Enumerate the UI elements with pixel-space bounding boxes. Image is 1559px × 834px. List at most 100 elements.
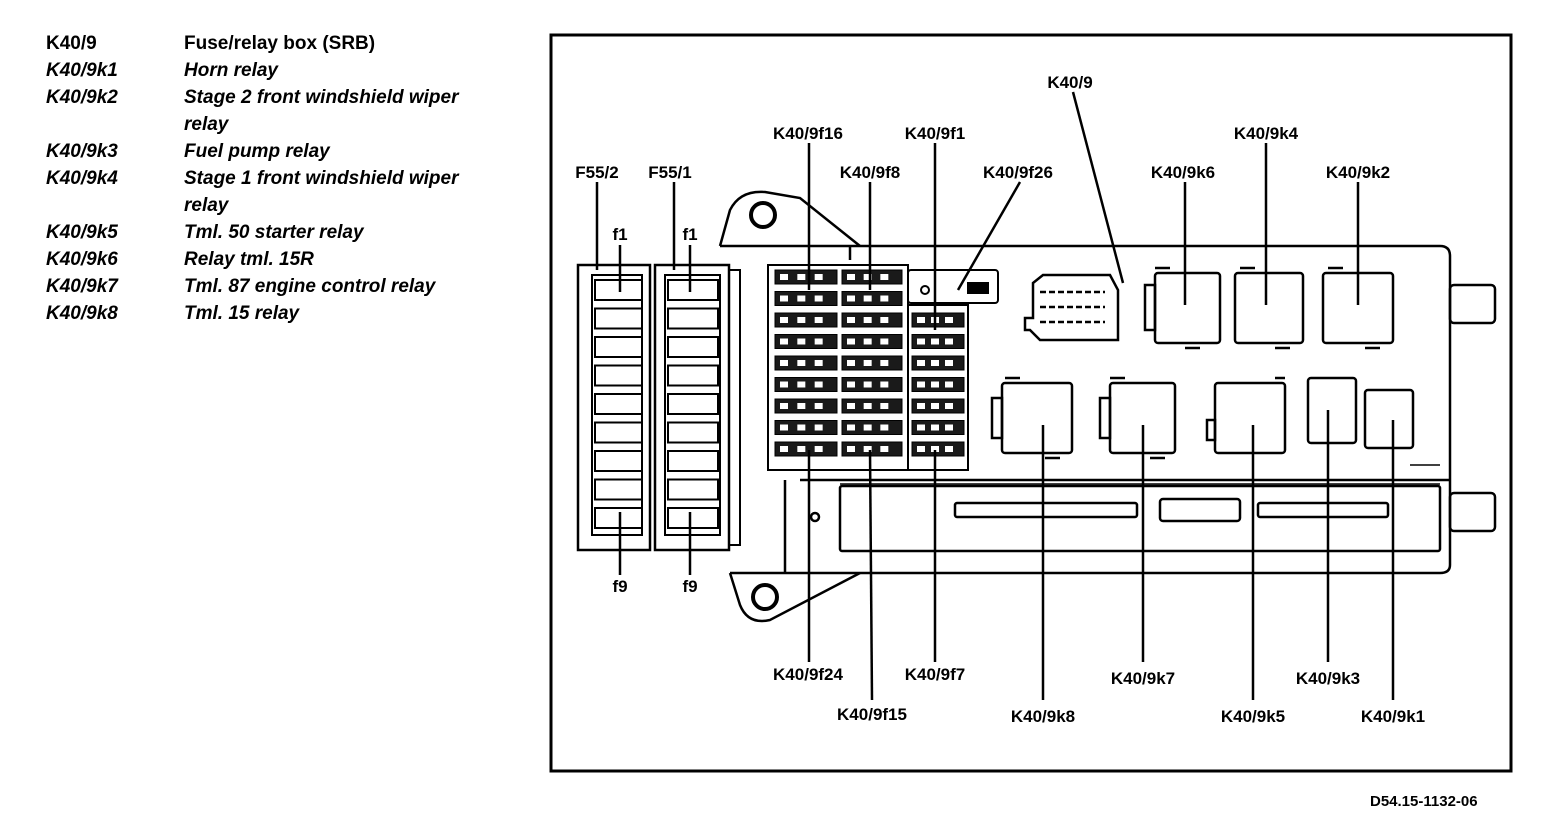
mini-fuse-contact bbox=[797, 446, 806, 452]
mini-fuse-contact bbox=[863, 403, 872, 409]
callout-k40-9: K40/9 bbox=[1047, 73, 1092, 92]
fuse-slot bbox=[594, 421, 643, 444]
mini-fuse-contact bbox=[780, 274, 788, 280]
mini-fuse-contact bbox=[931, 360, 939, 366]
mini-fuse-contact bbox=[847, 403, 855, 409]
mini-fuse bbox=[841, 420, 903, 435]
mini-fuse-contact bbox=[863, 274, 872, 280]
mini-fuse bbox=[774, 398, 838, 414]
legend-desc: Fuel pump relay bbox=[184, 141, 330, 162]
mini-fuse-contact bbox=[880, 446, 889, 452]
fuse-slot bbox=[667, 307, 719, 330]
callout-f55-2: F55/2 bbox=[575, 163, 618, 182]
mini-fuse-contact bbox=[780, 403, 788, 409]
mini-fuse-contact bbox=[780, 338, 788, 345]
mini-fuse-contact bbox=[931, 381, 939, 388]
mini-fuse-contact bbox=[814, 424, 823, 431]
fuse-box-outline bbox=[718, 190, 1497, 623]
mini-fuse bbox=[841, 441, 903, 457]
relay-k5 bbox=[1205, 376, 1287, 455]
mini-fuse-contact bbox=[880, 338, 889, 345]
fuse-slot bbox=[667, 364, 719, 387]
legend-desc: Fuse/relay box (SRB) bbox=[184, 33, 376, 54]
callout-f55-1: F55/1 bbox=[648, 163, 691, 182]
mini-fuse-contact bbox=[917, 446, 925, 452]
mini-fuse-contact bbox=[847, 446, 855, 452]
legend-code: K40/9 bbox=[46, 33, 97, 54]
callout-f16: K40/9f16 bbox=[773, 124, 843, 143]
mini-fuse-contact bbox=[880, 360, 889, 366]
fuse-slot bbox=[594, 478, 643, 501]
mini-fuse-contact bbox=[847, 338, 855, 345]
mini-fuse-contact bbox=[780, 381, 788, 388]
callout-f26: K40/9f26 bbox=[983, 163, 1053, 182]
mini-fuse-contact bbox=[797, 403, 806, 409]
mini-fuse-contact bbox=[945, 403, 953, 409]
callout-f8: K40/9f8 bbox=[840, 163, 900, 182]
mini-fuse-contact bbox=[797, 424, 806, 431]
fuse-grid bbox=[774, 269, 965, 457]
relay-k7 bbox=[1098, 376, 1177, 460]
legend-desc: Stage 1 front windshield wiper relay bbox=[184, 168, 459, 216]
mini-fuse-contact bbox=[780, 295, 788, 302]
fuse-slot bbox=[667, 393, 719, 415]
mini-fuse-contact bbox=[880, 274, 889, 280]
callout-f7: K40/9f7 bbox=[905, 665, 965, 684]
legend-row: K40/9 Fuse/relay box (SRB) bbox=[46, 30, 516, 57]
mini-fuse-contact bbox=[814, 360, 823, 366]
central-fuse-block bbox=[767, 264, 999, 471]
mini-fuse-contact bbox=[847, 360, 855, 366]
mini-fuse-contact bbox=[797, 338, 806, 345]
mini-fuse-contact bbox=[814, 381, 823, 388]
mini-fuse-contact bbox=[880, 381, 889, 388]
relay-k1 bbox=[1363, 388, 1415, 450]
mini-fuse-contact bbox=[917, 381, 925, 388]
mini-fuse bbox=[774, 377, 838, 392]
fuse-slot bbox=[594, 393, 643, 415]
mini-fuse-contact bbox=[814, 403, 823, 409]
legend-desc: Horn relay bbox=[184, 60, 278, 81]
mini-fuse-contact bbox=[880, 403, 889, 409]
mini-fuse-contact bbox=[917, 424, 925, 431]
callout-fuse-f9-right: f9 bbox=[682, 577, 697, 596]
mini-fuse-contact bbox=[814, 446, 823, 452]
mini-fuse-contact bbox=[814, 338, 823, 345]
legend-code: K40/9k2 bbox=[46, 87, 118, 108]
fuse-slot bbox=[594, 450, 643, 472]
mini-fuse-contact bbox=[917, 317, 925, 323]
fuse-slot bbox=[667, 279, 719, 301]
mini-fuse bbox=[841, 398, 903, 414]
callout-k1: K40/9k1 bbox=[1361, 707, 1425, 726]
mini-fuse-contact bbox=[780, 360, 788, 366]
mini-fuse-contact bbox=[814, 317, 823, 323]
callout-k8: K40/9k8 bbox=[1011, 707, 1075, 726]
mini-fuse-contact bbox=[931, 403, 939, 409]
mini-fuse-contact bbox=[797, 295, 806, 302]
mini-fuse-contact bbox=[931, 424, 939, 431]
fuse-slots bbox=[594, 279, 719, 529]
mini-fuse-contact bbox=[945, 446, 953, 452]
callout-fuse-f1-left: f1 bbox=[612, 225, 627, 244]
mini-fuse-contact bbox=[880, 295, 889, 302]
callout-k2: K40/9k2 bbox=[1326, 163, 1390, 182]
legend-desc: Relay tml. 15R bbox=[184, 249, 314, 270]
mini-fuse-contact bbox=[945, 338, 953, 345]
mini-fuse bbox=[774, 334, 838, 349]
legend-code: K40/9k5 bbox=[46, 222, 118, 243]
fuse-slot bbox=[667, 421, 719, 444]
fuse-slot bbox=[594, 507, 643, 529]
fuse-slot bbox=[594, 307, 643, 330]
relay-k3 bbox=[1306, 376, 1358, 445]
callout-k5: K40/9k5 bbox=[1221, 707, 1285, 726]
fuse-slot bbox=[667, 450, 719, 472]
mini-fuse-contact bbox=[880, 424, 889, 431]
mini-fuse-contact bbox=[797, 381, 806, 388]
mini-fuse-contact bbox=[847, 295, 855, 302]
relay-k4 bbox=[1233, 266, 1305, 350]
mini-fuse-contact bbox=[863, 338, 872, 345]
callout-k7: K40/9k7 bbox=[1111, 669, 1175, 688]
mini-fuse-contact bbox=[780, 317, 788, 323]
